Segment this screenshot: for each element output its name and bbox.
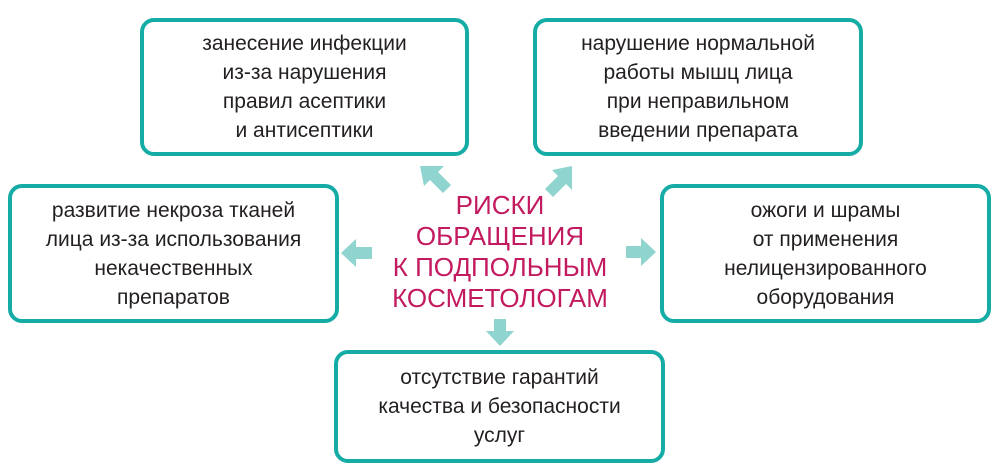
arrow-right-icon (626, 238, 656, 266)
risk-box-burns-scars: ожоги и шрамы от применения нелицензиров… (660, 184, 991, 323)
risk-box-necrosis: развитие некроза тканей лица из-за испол… (8, 184, 339, 323)
risk-box-infection: занесение инфекции из-за нарушения прави… (140, 18, 469, 156)
arrow-up-left-icon (420, 166, 451, 193)
arrow-left-icon (341, 239, 372, 267)
risk-text-no-guarantees: отсутствие гарантий качества и безопасно… (378, 366, 621, 447)
risk-text-necrosis: развитие некроза тканей лица из-за испол… (45, 198, 302, 309)
risk-box-no-guarantees: отсутствие гарантий качества и безопасно… (334, 350, 665, 463)
diagram-title: РИСКИ ОБРАЩЕНИЯ К ПОДПОЛЬНЫМ КОСМЕТОЛОГА… (392, 190, 608, 313)
risk-text-muscle-disruption: нарушение нормальной работы мышц лица пр… (581, 32, 815, 142)
risk-text-infection: занесение инфекции из-за нарушения прави… (202, 32, 407, 142)
arrow-down-icon (486, 319, 514, 346)
risk-text-burns-scars: ожоги и шрамы от применения нелицензиров… (724, 198, 927, 309)
risk-box-muscle-disruption: нарушение нормальной работы мышц лица пр… (533, 18, 863, 156)
